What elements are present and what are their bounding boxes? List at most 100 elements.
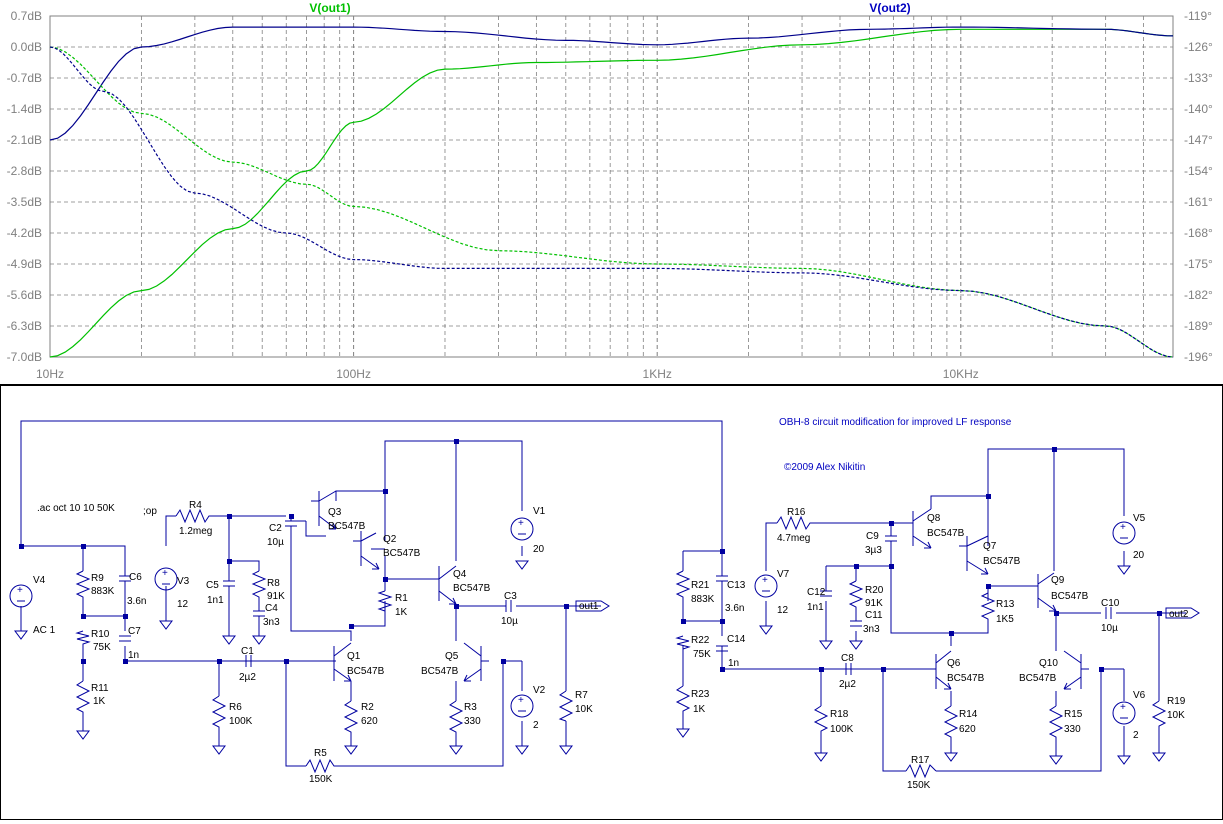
label-V6[interactable]: V6 xyxy=(1133,690,1146,701)
label-V7[interactable]: V7 xyxy=(777,569,790,580)
net-label-out2[interactable]: out2 xyxy=(1169,609,1189,620)
label-R23[interactable]: R23 xyxy=(691,689,710,700)
value-R19[interactable]: 10K xyxy=(1167,710,1185,721)
label-R14[interactable]: R14 xyxy=(959,709,978,720)
value-R11[interactable]: 1K xyxy=(93,696,106,707)
value-Q3[interactable]: BC547B xyxy=(328,521,366,532)
label-C7[interactable]: C7 xyxy=(128,626,141,637)
label-R8[interactable]: R8 xyxy=(267,578,280,589)
label-R17[interactable]: R17 xyxy=(911,755,930,766)
trace-label-out1[interactable]: V(out1) xyxy=(309,1,350,15)
value-Q5[interactable]: BC547B xyxy=(421,666,459,677)
phase-trace-out1[interactable] xyxy=(49,46,1174,358)
label-C14[interactable]: C14 xyxy=(727,634,746,645)
schematic-pane[interactable]: .ac oct 10 10 50K ;op OBH-8 circuit modi… xyxy=(0,385,1223,820)
value-R18[interactable]: 100K xyxy=(830,724,854,735)
label-C9[interactable]: C9 xyxy=(866,531,879,542)
label-C10[interactable]: C10 xyxy=(1101,598,1120,609)
value-V3[interactable]: 12 xyxy=(177,599,189,610)
bode-plot[interactable]: V(out1) V(out2) 0.7dB0.0dB-0.7dB-1.4dB-2… xyxy=(0,0,1223,384)
label-R22[interactable]: R22 xyxy=(691,635,710,646)
value-R15[interactable]: 330 xyxy=(1064,724,1081,735)
value-V7[interactable]: 12 xyxy=(777,605,789,616)
value-R23[interactable]: 1K xyxy=(693,704,706,715)
value-R22[interactable]: 75K xyxy=(693,649,711,660)
label-R19[interactable]: R19 xyxy=(1167,696,1186,707)
magnitude-trace-out1[interactable] xyxy=(49,28,1174,358)
value-C2[interactable]: 10µ xyxy=(267,537,284,548)
value-V1[interactable]: 20 xyxy=(533,544,545,555)
label-R2[interactable]: R2 xyxy=(361,702,374,713)
value-Q6[interactable]: BC547B xyxy=(947,673,985,684)
label-C5[interactable]: C5 xyxy=(206,580,219,591)
value-R9[interactable]: 883K xyxy=(91,586,115,597)
label-Q9[interactable]: Q9 xyxy=(1051,575,1065,586)
label-R4[interactable]: R4 xyxy=(189,500,202,511)
value-R10[interactable]: 75K xyxy=(93,642,111,653)
label-R15[interactable]: R15 xyxy=(1064,709,1083,720)
schematic-title[interactable]: OBH-8 circuit modification for improved … xyxy=(779,417,1012,428)
value-R20[interactable]: 91K xyxy=(865,598,883,609)
label-C1[interactable]: C1 xyxy=(241,646,254,657)
label-R9[interactable]: R9 xyxy=(91,573,104,584)
label-C3[interactable]: C3 xyxy=(504,591,517,602)
label-C11[interactable]: C11 xyxy=(865,610,883,621)
value-V4[interactable]: AC 1 xyxy=(33,625,56,636)
label-R11[interactable]: R11 xyxy=(91,683,109,694)
label-Q8[interactable]: Q8 xyxy=(927,513,941,524)
value-Q2[interactable]: BC547B xyxy=(383,548,421,559)
label-V4[interactable]: V4 xyxy=(33,575,46,586)
label-C12[interactable]: C12 xyxy=(807,587,826,598)
label-R5[interactable]: R5 xyxy=(314,748,327,759)
value-Q8[interactable]: BC547B xyxy=(927,528,965,539)
label-Q2[interactable]: Q2 xyxy=(383,534,397,545)
label-C4[interactable]: C4 xyxy=(265,603,278,614)
value-V6[interactable]: 2 xyxy=(1133,730,1139,741)
label-R7[interactable]: R7 xyxy=(575,690,588,701)
value-C7[interactable]: 1n xyxy=(128,650,139,661)
value-R17[interactable]: 150K xyxy=(907,780,931,791)
label-Q7[interactable]: Q7 xyxy=(983,541,997,552)
value-C13[interactable]: 3.6n xyxy=(725,603,744,614)
value-Q4[interactable]: BC547B xyxy=(453,583,491,594)
label-R16[interactable]: R16 xyxy=(787,507,806,518)
value-C4[interactable]: 3n3 xyxy=(263,617,280,628)
value-C6[interactable]: 3.6n xyxy=(127,596,146,607)
label-R1[interactable]: R1 xyxy=(395,593,408,604)
label-C6[interactable]: C6 xyxy=(129,572,142,583)
label-V1[interactable]: V1 xyxy=(533,506,546,517)
value-C14[interactable]: 1n xyxy=(728,658,739,669)
value-C12[interactable]: 1n1 xyxy=(807,602,824,613)
label-Q6[interactable]: Q6 xyxy=(947,658,961,669)
value-R5[interactable]: 150K xyxy=(309,774,333,785)
value-R16[interactable]: 4.7meg xyxy=(777,533,810,544)
value-V5[interactable]: 20 xyxy=(1133,550,1145,561)
value-C1[interactable]: 2µ2 xyxy=(239,672,256,683)
label-Q5[interactable]: Q5 xyxy=(445,651,459,662)
label-R20[interactable]: R20 xyxy=(865,585,884,596)
label-Q1[interactable]: Q1 xyxy=(347,651,361,662)
spice-directive-op[interactable]: ;op xyxy=(143,506,157,517)
label-C13[interactable]: C13 xyxy=(727,580,746,591)
value-Q10[interactable]: BC547B xyxy=(1019,673,1057,684)
value-C5[interactable]: 1n1 xyxy=(207,595,224,606)
value-R3[interactable]: 330 xyxy=(464,716,481,727)
label-C2[interactable]: C2 xyxy=(269,523,282,534)
label-R13[interactable]: R13 xyxy=(996,599,1015,610)
spice-directive[interactable]: .ac oct 10 10 50K xyxy=(37,503,115,514)
value-C9[interactable]: 3µ3 xyxy=(865,545,882,556)
label-V2[interactable]: V2 xyxy=(533,685,546,696)
value-R6[interactable]: 100K xyxy=(229,716,253,727)
value-C11[interactable]: 3n3 xyxy=(863,624,880,635)
label-C8[interactable]: C8 xyxy=(841,653,854,664)
label-Q4[interactable]: Q4 xyxy=(453,569,467,580)
value-C10[interactable]: 10µ xyxy=(1101,623,1118,634)
copyright-note[interactable]: ©2009 Alex Nikitin xyxy=(784,462,865,473)
value-R13[interactable]: 1K5 xyxy=(996,614,1014,625)
trace-label-out2[interactable]: V(out2) xyxy=(869,1,910,15)
label-R3[interactable]: R3 xyxy=(464,702,477,713)
value-R7[interactable]: 10K xyxy=(575,704,593,715)
label-R18[interactable]: R18 xyxy=(830,709,849,720)
label-V3[interactable]: V3 xyxy=(177,576,190,587)
